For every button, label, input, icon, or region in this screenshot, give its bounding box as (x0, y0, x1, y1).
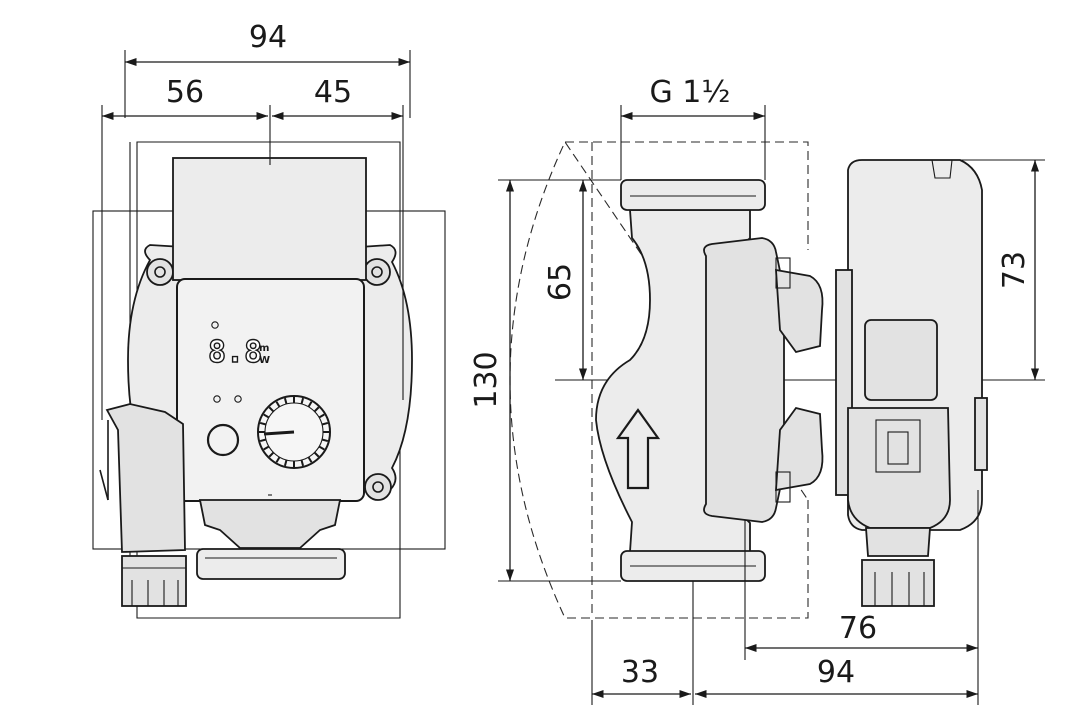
knob-tick (318, 413, 325, 419)
indicator-led-1 (213, 395, 221, 403)
side-motor-housing-upper (775, 268, 824, 354)
side-top-flange (620, 179, 766, 211)
side-connector-plug (847, 407, 951, 529)
side-connector-socket (864, 319, 938, 401)
indicator-led-2 (234, 395, 242, 403)
side-module-lid-notch (931, 159, 953, 179)
display-unit-top: m (259, 343, 269, 354)
knob-tick (263, 445, 270, 451)
knob-tick (275, 401, 281, 408)
knob-tick (300, 459, 305, 467)
display-led (211, 321, 219, 329)
push-button[interactable] (206, 423, 240, 457)
side-cable-gland-top (865, 527, 931, 557)
knob-tick (313, 406, 320, 413)
side-motor-shoulder-top (775, 257, 791, 289)
knob-tick (283, 397, 288, 405)
dim-height-lower-label: 65 (543, 263, 578, 301)
knob-tick (318, 445, 325, 451)
side-plug-grip (974, 397, 988, 471)
side-plug-latch-inner (887, 431, 909, 465)
knob-tick (259, 438, 267, 443)
knob-tick (321, 421, 329, 426)
knob-tick (268, 406, 275, 413)
control-knob[interactable] (257, 395, 331, 469)
knob-tick (283, 459, 288, 467)
front-pump-flange (196, 548, 346, 580)
dim-front-left-width-label: 56 (166, 75, 204, 110)
side-cable-gland (861, 559, 935, 607)
front-cable-gland (121, 555, 187, 607)
side-motor-housing-lower (775, 406, 824, 492)
side-motor-plate (703, 237, 785, 523)
knob-tick (259, 421, 267, 426)
side-view: G 1½ 130 65 73 76 33 94 (469, 75, 1045, 705)
front-terminal-box (105, 403, 186, 553)
dim-thread-size-label: G 1½ (650, 75, 731, 110)
front-view: 8.8 m W 94 (92, 20, 446, 619)
terminal-cable-end (99, 469, 109, 501)
front-bolt-top-right (363, 258, 391, 286)
knob-tick (268, 451, 275, 458)
front-bolt-top-left-head (154, 266, 166, 278)
front-bolt-bottom-right (364, 473, 392, 501)
knob-tick (313, 451, 320, 458)
knob-tick (275, 456, 281, 463)
flow-direction-arrow (615, 408, 661, 490)
dim-depth-lower-label: 76 (839, 611, 877, 646)
dim-height-total-label: 130 (469, 351, 504, 408)
knob-tick (321, 438, 329, 443)
front-bolt-top-right-head (371, 266, 383, 278)
knob-tick (263, 413, 270, 419)
dim-height-right-label: 73 (997, 251, 1032, 289)
side-motor-shoulder-bottom (775, 471, 791, 503)
front-top-module (172, 157, 367, 281)
knob-pointer (263, 430, 295, 436)
knob-tick (307, 401, 313, 408)
dim-offset-left-label: 33 (621, 655, 659, 690)
front-bolt-top-left (146, 258, 174, 286)
display-reading: 8.8 (208, 335, 262, 370)
side-plug-latch (875, 419, 921, 473)
knob-tick (307, 456, 313, 463)
display-unit-bottom: W (259, 355, 270, 366)
dim-depth-total-label: 94 (817, 655, 855, 690)
dim-front-right-width-label: 45 (314, 75, 352, 110)
front-pump-neck (198, 499, 342, 549)
dim-front-total-width-label: 94 (249, 20, 287, 55)
front-bolt-bottom-right-head (372, 481, 384, 493)
knob-tick (300, 397, 305, 405)
knob-scale-ticks (259, 397, 329, 467)
front-control-panel (176, 278, 365, 502)
